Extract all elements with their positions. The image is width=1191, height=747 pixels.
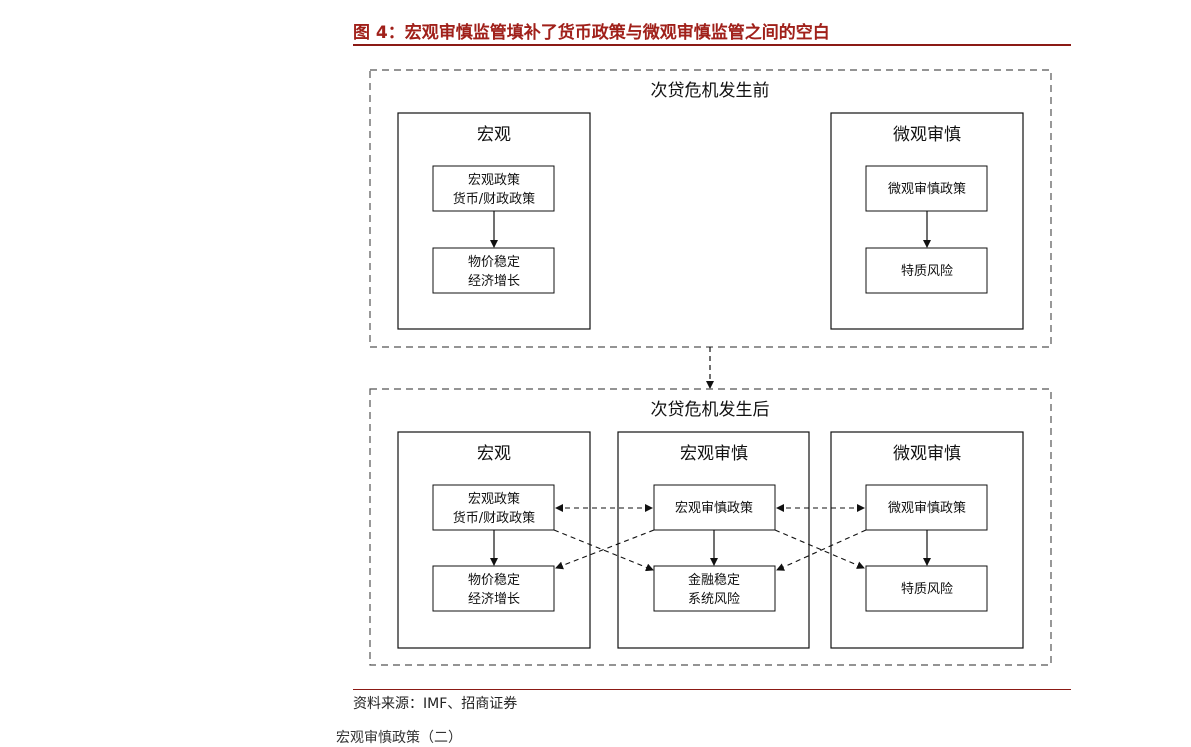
after-macropru-title: 宏观审慎 xyxy=(680,444,748,464)
before-micro-policy-box xyxy=(865,165,988,212)
after-macro-target-line2: 经济增长 xyxy=(468,592,520,607)
before-micro-title: 微观审慎 xyxy=(893,125,961,145)
after-macropru-policy-box xyxy=(653,484,776,531)
after-micro-policy-box xyxy=(865,484,988,531)
source-rule xyxy=(353,689,1071,690)
before-micro-policy: 微观审慎政策 xyxy=(888,181,966,197)
after-macro-policy-box xyxy=(432,484,555,531)
after-macro-target-line1: 物价稳定 xyxy=(468,572,520,588)
after-micro-title: 微观审慎 xyxy=(893,444,961,464)
after-crisis-label: 次贷危机发生后 xyxy=(651,400,770,420)
before-macro-policy-line2: 货币/财政政策 xyxy=(453,191,535,207)
before-macro-policy-box xyxy=(432,165,555,212)
after-micro-target: 特质风险 xyxy=(901,582,953,597)
after-macro-target-box xyxy=(432,565,555,612)
before-macro-target-line1: 物价稳定 xyxy=(468,254,520,270)
after-micro-target-box xyxy=(865,565,988,612)
after-crisis-frame xyxy=(369,388,1052,666)
before-macro-policy-line1: 宏观政策 xyxy=(468,172,520,188)
before-micro-target-box xyxy=(865,247,988,294)
figure-title: 图 4：宏观审慎监管填补了货币政策与微观审慎监管之间的空白 xyxy=(353,23,830,43)
after-macropru-target-line1: 金融稳定 xyxy=(688,572,740,588)
link-micro-policy-to-financial-stability xyxy=(776,529,867,571)
after-macropru-policy: 宏观审慎政策 xyxy=(675,500,753,516)
after-macro-policy-line2: 货币/财政政策 xyxy=(453,510,535,526)
link-macropru-policy-to-idiosyncratic-risk xyxy=(774,529,865,569)
after-micro-policy: 微观审慎政策 xyxy=(888,500,966,516)
before-crisis-label: 次贷危机发生前 xyxy=(651,81,770,101)
after-macropru-target-line2: 系统风险 xyxy=(688,592,740,607)
before-macro-target-box xyxy=(432,247,555,294)
before-macro-title: 宏观 xyxy=(477,125,511,145)
after-macro-policy-line1: 宏观政策 xyxy=(468,491,520,507)
before-macro-target-line2: 经济增长 xyxy=(468,274,520,289)
title-rule xyxy=(353,44,1071,46)
after-macropru-target-box xyxy=(653,565,776,612)
cutoff-body-text: 宏观审慎政策（二） xyxy=(336,730,462,746)
figure-source: 资料来源：IMF、招商证券 xyxy=(353,696,518,712)
before-micro-target: 特质风险 xyxy=(901,264,953,279)
after-macro-title: 宏观 xyxy=(477,444,511,464)
